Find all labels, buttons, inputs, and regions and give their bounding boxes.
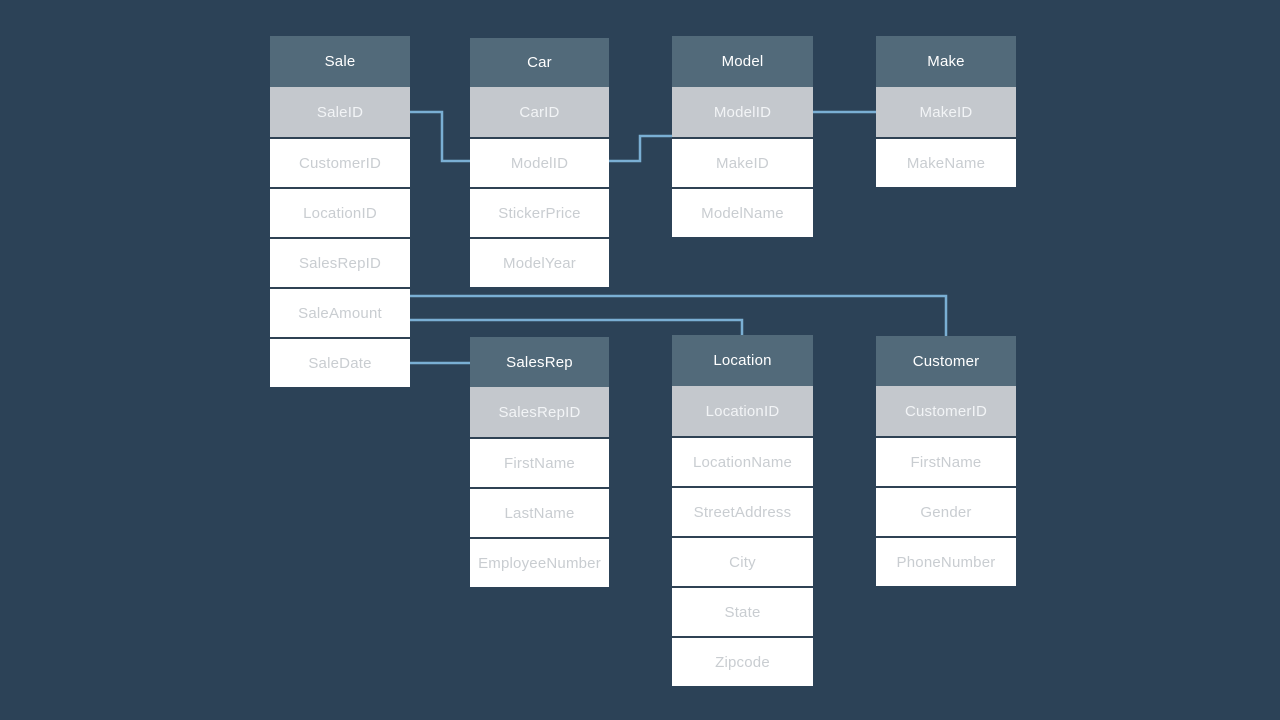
field-customer-customerid[interactable]: CustomerID bbox=[876, 386, 1016, 436]
connector-car-modelid-to-sale-saleid bbox=[405, 110, 470, 163]
field-sale-saledate[interactable]: SaleDate bbox=[270, 337, 410, 387]
entity-title-model: Model bbox=[672, 36, 813, 87]
field-salesrep-firstname[interactable]: FirstName bbox=[470, 437, 609, 487]
field-make-makename[interactable]: MakeName bbox=[876, 137, 1016, 187]
field-sale-saleamount[interactable]: SaleAmount bbox=[270, 287, 410, 337]
entity-title-customer: Customer bbox=[876, 336, 1016, 386]
field-salesrep-employeenumber[interactable]: EmployeeNumber bbox=[470, 537, 609, 587]
entity-title-salesrep: SalesRep bbox=[470, 337, 609, 387]
field-model-modelid[interactable]: ModelID bbox=[672, 87, 813, 137]
field-model-modelname[interactable]: ModelName bbox=[672, 187, 813, 237]
field-sale-salesrepid[interactable]: SalesRepID bbox=[270, 237, 410, 287]
field-car-modelyear[interactable]: ModelYear bbox=[470, 237, 609, 287]
connector-sale-locationid-to-location bbox=[410, 318, 744, 335]
field-location-zipcode[interactable]: Zipcode bbox=[672, 636, 813, 686]
field-location-streetaddress[interactable]: StreetAddress bbox=[672, 486, 813, 536]
field-salesrep-salesrepid[interactable]: SalesRepID bbox=[470, 387, 609, 437]
field-sale-saleid[interactable]: SaleID bbox=[270, 87, 410, 137]
field-location-city[interactable]: City bbox=[672, 536, 813, 586]
field-sale-locationid[interactable]: LocationID bbox=[270, 187, 410, 237]
field-customer-gender[interactable]: Gender bbox=[876, 486, 1016, 536]
connector-sale-customerid-to-customer bbox=[410, 294, 948, 336]
field-location-locationname[interactable]: LocationName bbox=[672, 436, 813, 486]
field-customer-phonenumber[interactable]: PhoneNumber bbox=[876, 536, 1016, 586]
field-make-makeid[interactable]: MakeID bbox=[876, 87, 1016, 137]
field-sale-customerid[interactable]: CustomerID bbox=[270, 137, 410, 187]
entity-title-make: Make bbox=[876, 36, 1016, 87]
field-salesrep-lastname[interactable]: LastName bbox=[470, 487, 609, 537]
entity-title-car: Car bbox=[470, 38, 609, 87]
field-car-carid[interactable]: CarID bbox=[470, 87, 609, 137]
connector-car-modelid-to-model-modelid bbox=[609, 134, 672, 163]
field-car-modelid[interactable]: ModelID bbox=[470, 137, 609, 187]
field-model-makeid[interactable]: MakeID bbox=[672, 137, 813, 187]
field-car-stickerprice[interactable]: StickerPrice bbox=[470, 187, 609, 237]
field-customer-firstname[interactable]: FirstName bbox=[876, 436, 1016, 486]
field-location-locationid[interactable]: LocationID bbox=[672, 386, 813, 436]
field-location-state[interactable]: State bbox=[672, 586, 813, 636]
entity-title-location: Location bbox=[672, 335, 813, 386]
entity-title-sale: Sale bbox=[270, 36, 410, 87]
